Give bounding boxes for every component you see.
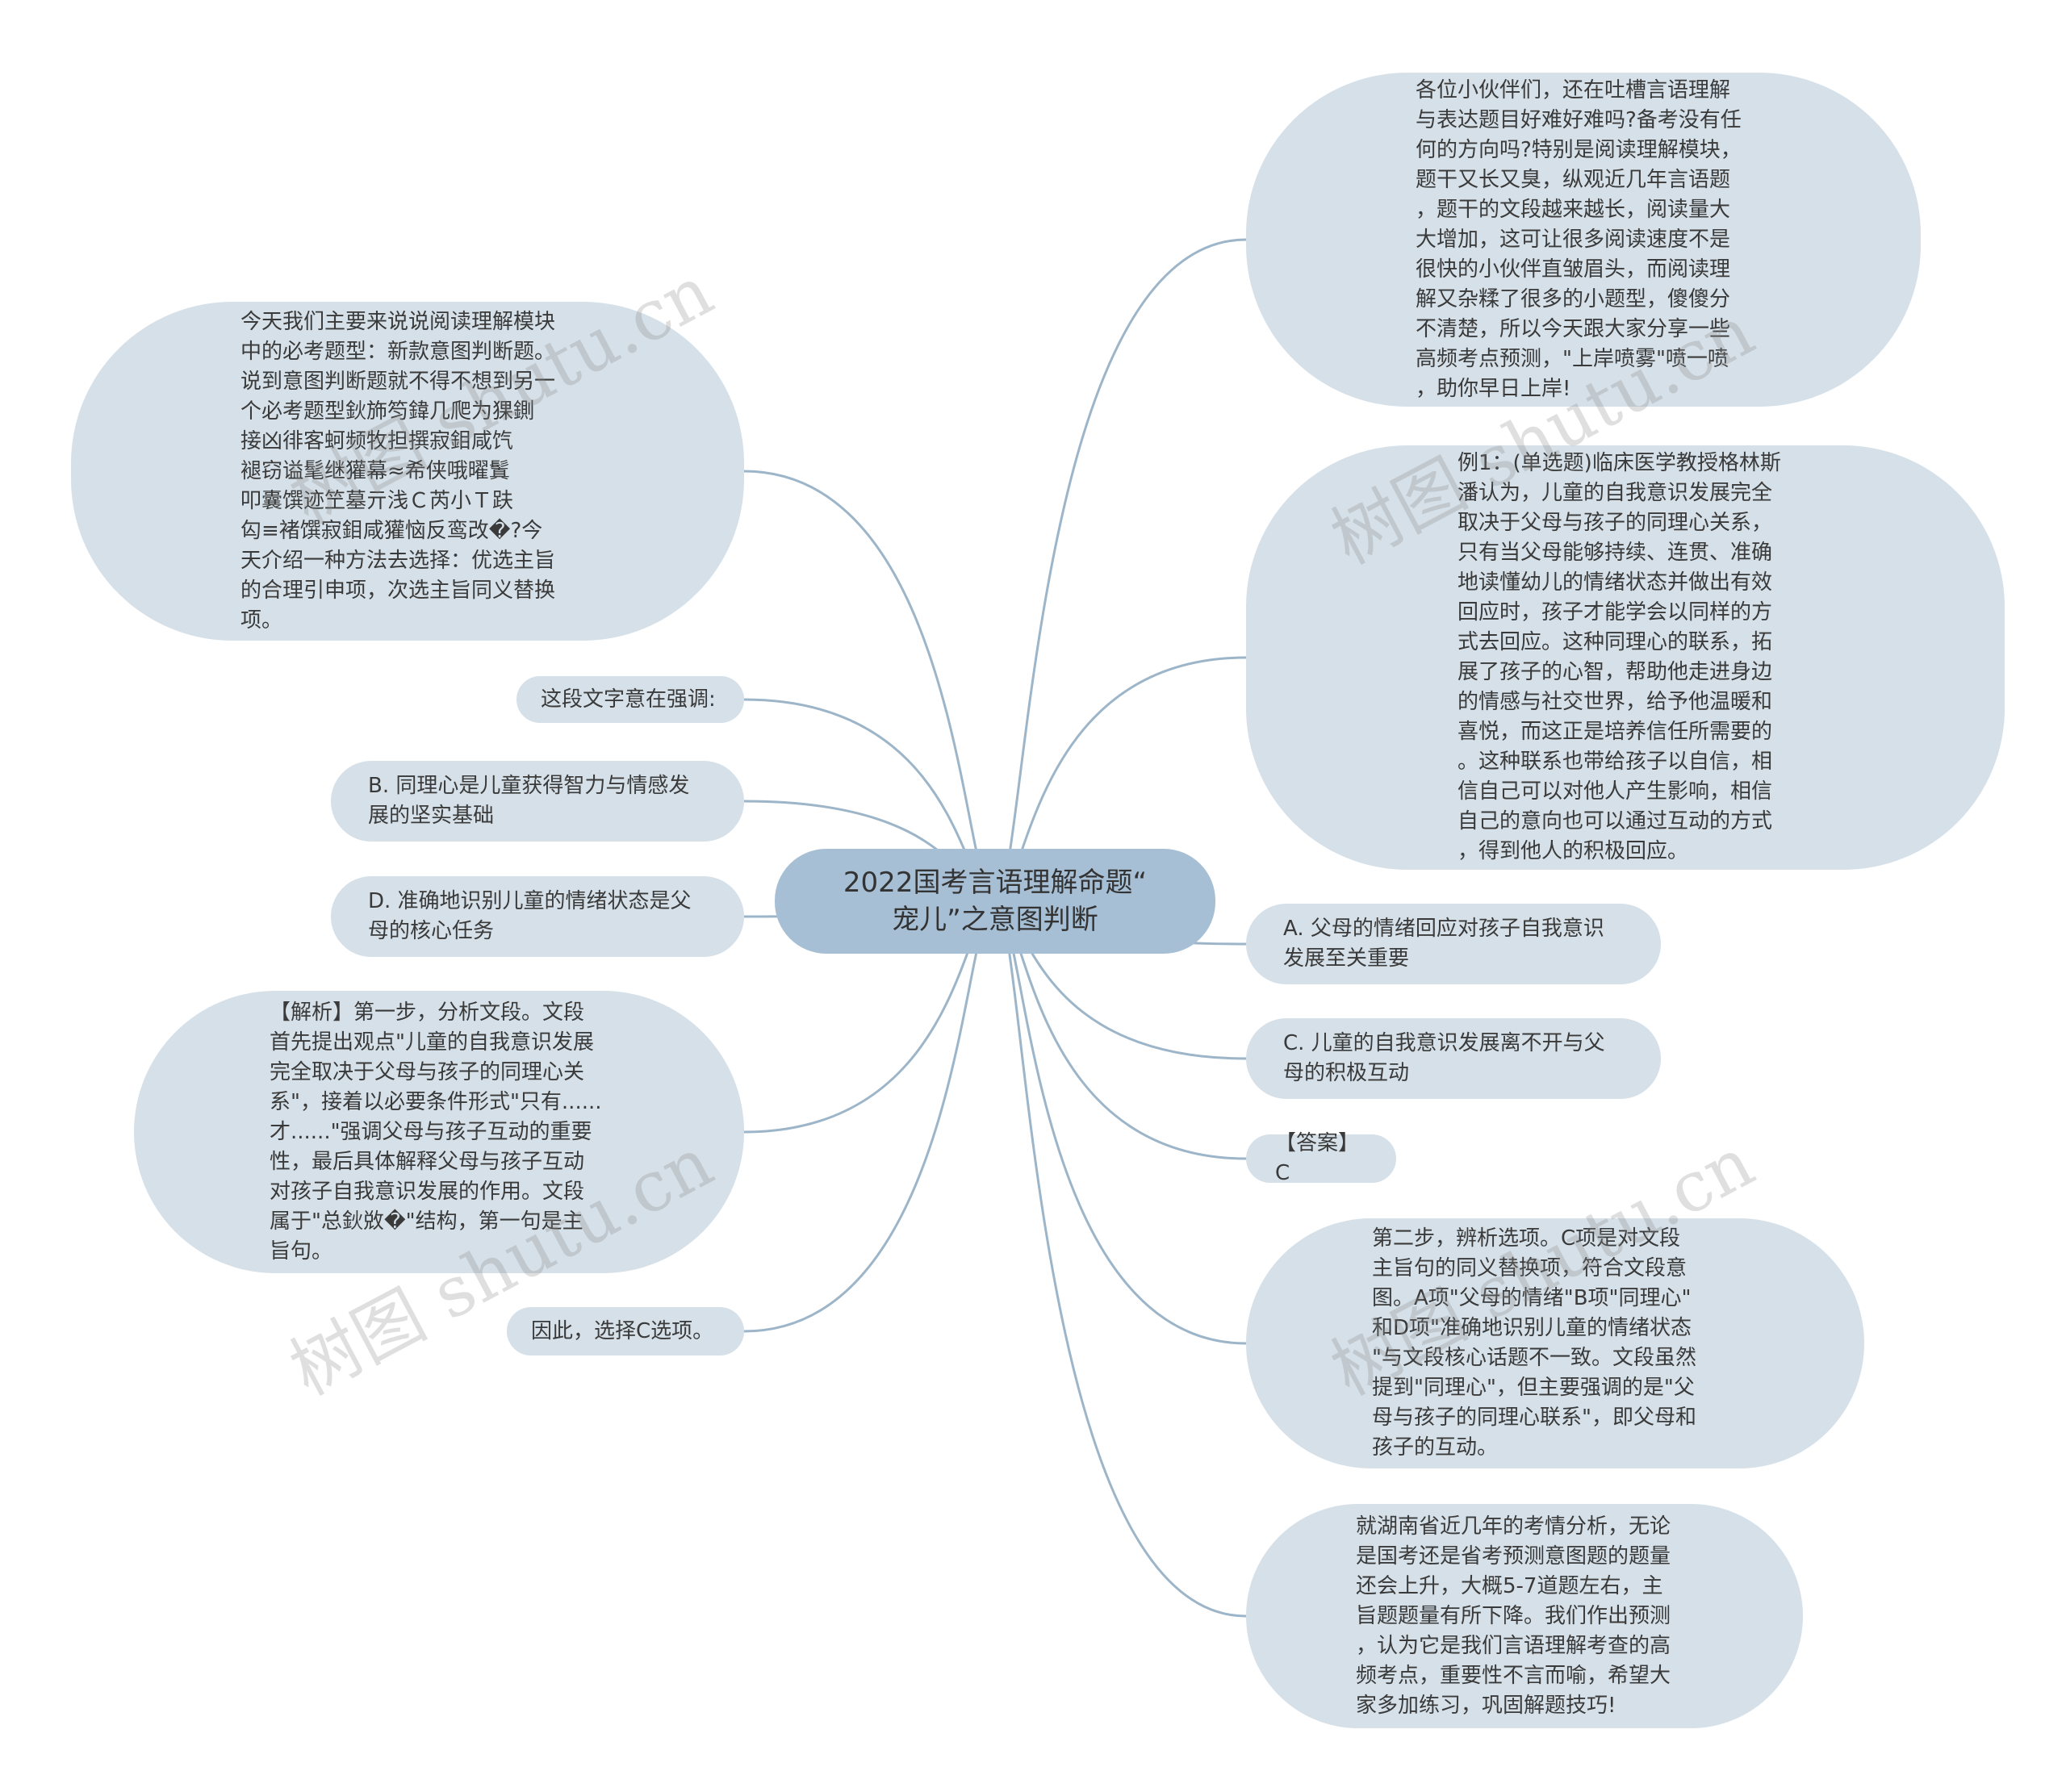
node-option-b-text: B. 同理心是儿童获得智力与情感发 展的坚实基础 — [368, 774, 690, 828]
node-option-a-text: A. 父母的情绪回应对孩子自我意识 发展至关重要 — [1283, 917, 1604, 971]
connector-line — [743, 900, 996, 1333]
node-option-c[interactable]: C. 儿童的自我意识发展离不开与父 母的积极互动 — [1246, 1018, 1661, 1099]
node-answer[interactable]: 【答案】C — [1246, 1131, 1396, 1185]
node-greeting-text: 各位小伙伴们，还在吐槽言语理解 与表达题目好难好难吗?备考没有任 何的方向吗?特… — [1416, 77, 1742, 401]
node-option-b[interactable]: B. 同理心是儿童获得智力与情感发 展的坚实基础 — [331, 761, 744, 842]
node-intro-text: 今天我们主要来说说阅读理解模块 中的必考题型：新款意图判断题。 说到意图判断题就… — [240, 309, 556, 633]
node-emphasis[interactable]: 这段文字意在强调: — [516, 676, 744, 723]
node-conclusion[interactable]: 因此，选择C选项。 — [507, 1307, 744, 1355]
node-example-text: 例1：(单选题)临床医学教授格林斯 潘认为，儿童的自我意识发展完全 取决于父母与… — [1457, 451, 1781, 863]
node-emphasis-text: 这段文字意在强调: — [541, 687, 716, 712]
node-step-two[interactable]: 第二步，辨析选项。C项是对文段 主旨句的同义替换项，符合文段意 图。A项"父母的… — [1246, 1218, 1864, 1468]
node-forecast-text: 就湖南省近几年的考情分析，无论 是国考还是省考预测意图题的题量 还会上升，大概5… — [1356, 1514, 1671, 1718]
connector-line — [743, 470, 996, 904]
central-topic-label: 2022国考言语理解命题“ 宠儿”之意图判断 — [843, 867, 1148, 936]
node-forecast[interactable]: 就湖南省近几年的考情分析，无论 是国考还是省考预测意图题的题量 还会上升，大概5… — [1246, 1504, 1803, 1728]
connector-line — [994, 900, 1247, 1345]
node-option-d[interactable]: D. 准确地识别儿童的情绪状态是父 母的核心任务 — [331, 876, 744, 957]
node-greeting[interactable]: 各位小伙伴们，还在吐槽言语理解 与表达题目好难好难吗?备考没有任 何的方向吗?特… — [1246, 73, 1921, 407]
node-answer-text: 【答案】C — [1275, 1131, 1360, 1185]
node-conclusion-text: 因此，选择C选项。 — [531, 1318, 714, 1343]
node-analysis-text: 【解析】第一步，分析文段。文段 首先提出观点"儿童的自我意识发展 完全取决于父母… — [270, 1000, 602, 1264]
node-intro[interactable]: 今天我们主要来说说阅读理解模块 中的必考题型：新款意图判断题。 说到意图判断题就… — [71, 302, 744, 641]
connector-line — [994, 900, 1247, 1618]
central-topic[interactable]: 2022国考言语理解命题“ 宠儿”之意图判断 — [775, 849, 1215, 954]
connector-line — [994, 238, 1247, 904]
node-option-c-text: C. 儿童的自我意识发展离不开与父 母的积极互动 — [1283, 1031, 1605, 1085]
node-option-d-text: D. 准确地识别儿童的情绪状态是父 母的核心任务 — [368, 889, 692, 943]
node-example[interactable]: 例1：(单选题)临床医学教授格林斯 潘认为，儿童的自我意识发展完全 取决于父母与… — [1246, 445, 2005, 870]
node-step-two-text: 第二步，辨析选项。C项是对文段 主旨句的同义替换项，符合文段意 图。A项"父母的… — [1372, 1226, 1696, 1460]
node-analysis[interactable]: 【解析】第一步，分析文段。文段 首先提出观点"儿童的自我意识发展 完全取决于父母… — [134, 991, 744, 1273]
node-option-a[interactable]: A. 父母的情绪回应对孩子自我意识 发展至关重要 — [1246, 904, 1661, 984]
